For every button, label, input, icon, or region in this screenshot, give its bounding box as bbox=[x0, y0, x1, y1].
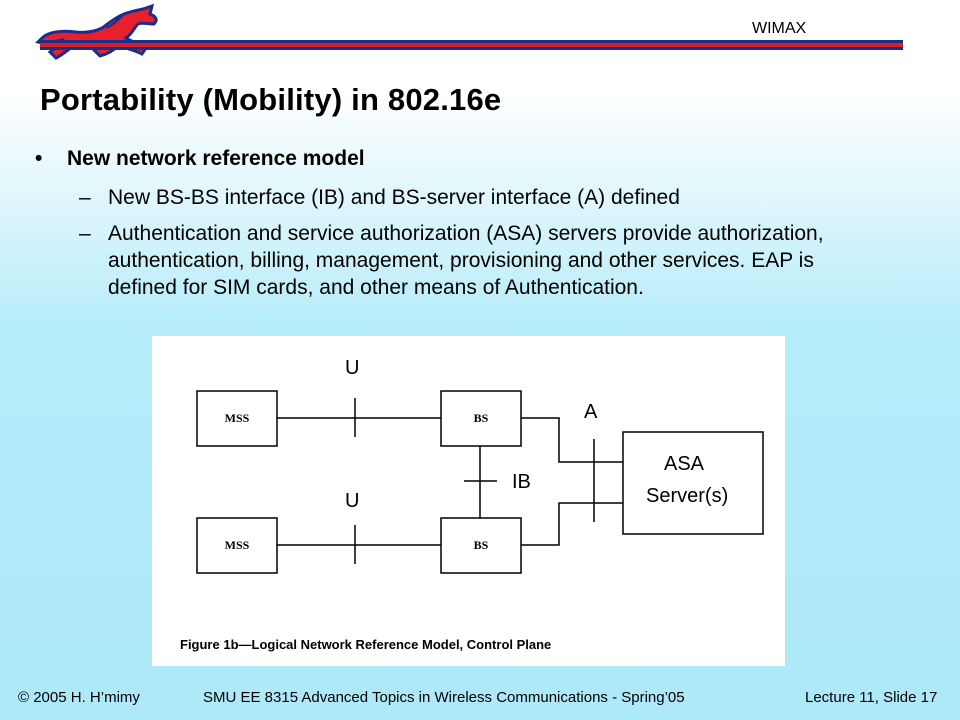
asa-label: ASA bbox=[664, 453, 705, 475]
interface-u-top-label: U bbox=[345, 357, 359, 379]
subbullet-mark: – bbox=[79, 186, 91, 209]
mustang-body bbox=[35, 3, 158, 60]
mss-bottom-label: MSS bbox=[225, 538, 250, 552]
bs-top-label: BS bbox=[474, 411, 489, 425]
footer-course: SMU EE 8315 Advanced Topics in Wireless … bbox=[203, 689, 685, 706]
asa-server-label: Server(s) bbox=[646, 485, 728, 507]
link-bs-bottom-asa bbox=[521, 502, 623, 546]
header-rule bbox=[40, 40, 903, 50]
asa-server-box bbox=[622, 431, 764, 535]
header-tag: WIMAX bbox=[752, 20, 807, 37]
link-bs-top-asa bbox=[521, 417, 623, 463]
interface-u-bottom-label: U bbox=[345, 490, 359, 512]
mustang-logo bbox=[35, 3, 158, 60]
mss-top-label: MSS bbox=[225, 411, 250, 425]
figure-caption: Figure 1b—Logical Network Reference Mode… bbox=[180, 637, 551, 652]
network-diagram: MSS BS MSS BS U U A IB ASA Server(s) Fig… bbox=[180, 357, 764, 652]
footer-copyright: © 2005 H. H’mimy bbox=[18, 689, 140, 706]
subbullet-text: New BS-BS interface (IB) and BS-server i… bbox=[108, 186, 680, 209]
interface-ib-label: IB bbox=[512, 471, 531, 493]
bullet-text: New network reference model bbox=[67, 147, 365, 170]
interface-a-label: A bbox=[584, 401, 598, 423]
bs-bottom-label: BS bbox=[474, 538, 489, 552]
mustang-mane bbox=[105, 13, 125, 29]
footer-slide-number: Lecture 11, Slide 17 bbox=[805, 689, 938, 706]
network-reference-figure: MSS BS MSS BS U U A IB ASA Server(s) Fig… bbox=[152, 336, 785, 666]
page-title: Portability (Mobility) in 802.16e bbox=[40, 82, 502, 117]
bullet-mark: • bbox=[35, 147, 43, 170]
subbullet-text: Authentication and service authorization… bbox=[108, 222, 824, 299]
subbullet-mark: – bbox=[79, 222, 91, 245]
